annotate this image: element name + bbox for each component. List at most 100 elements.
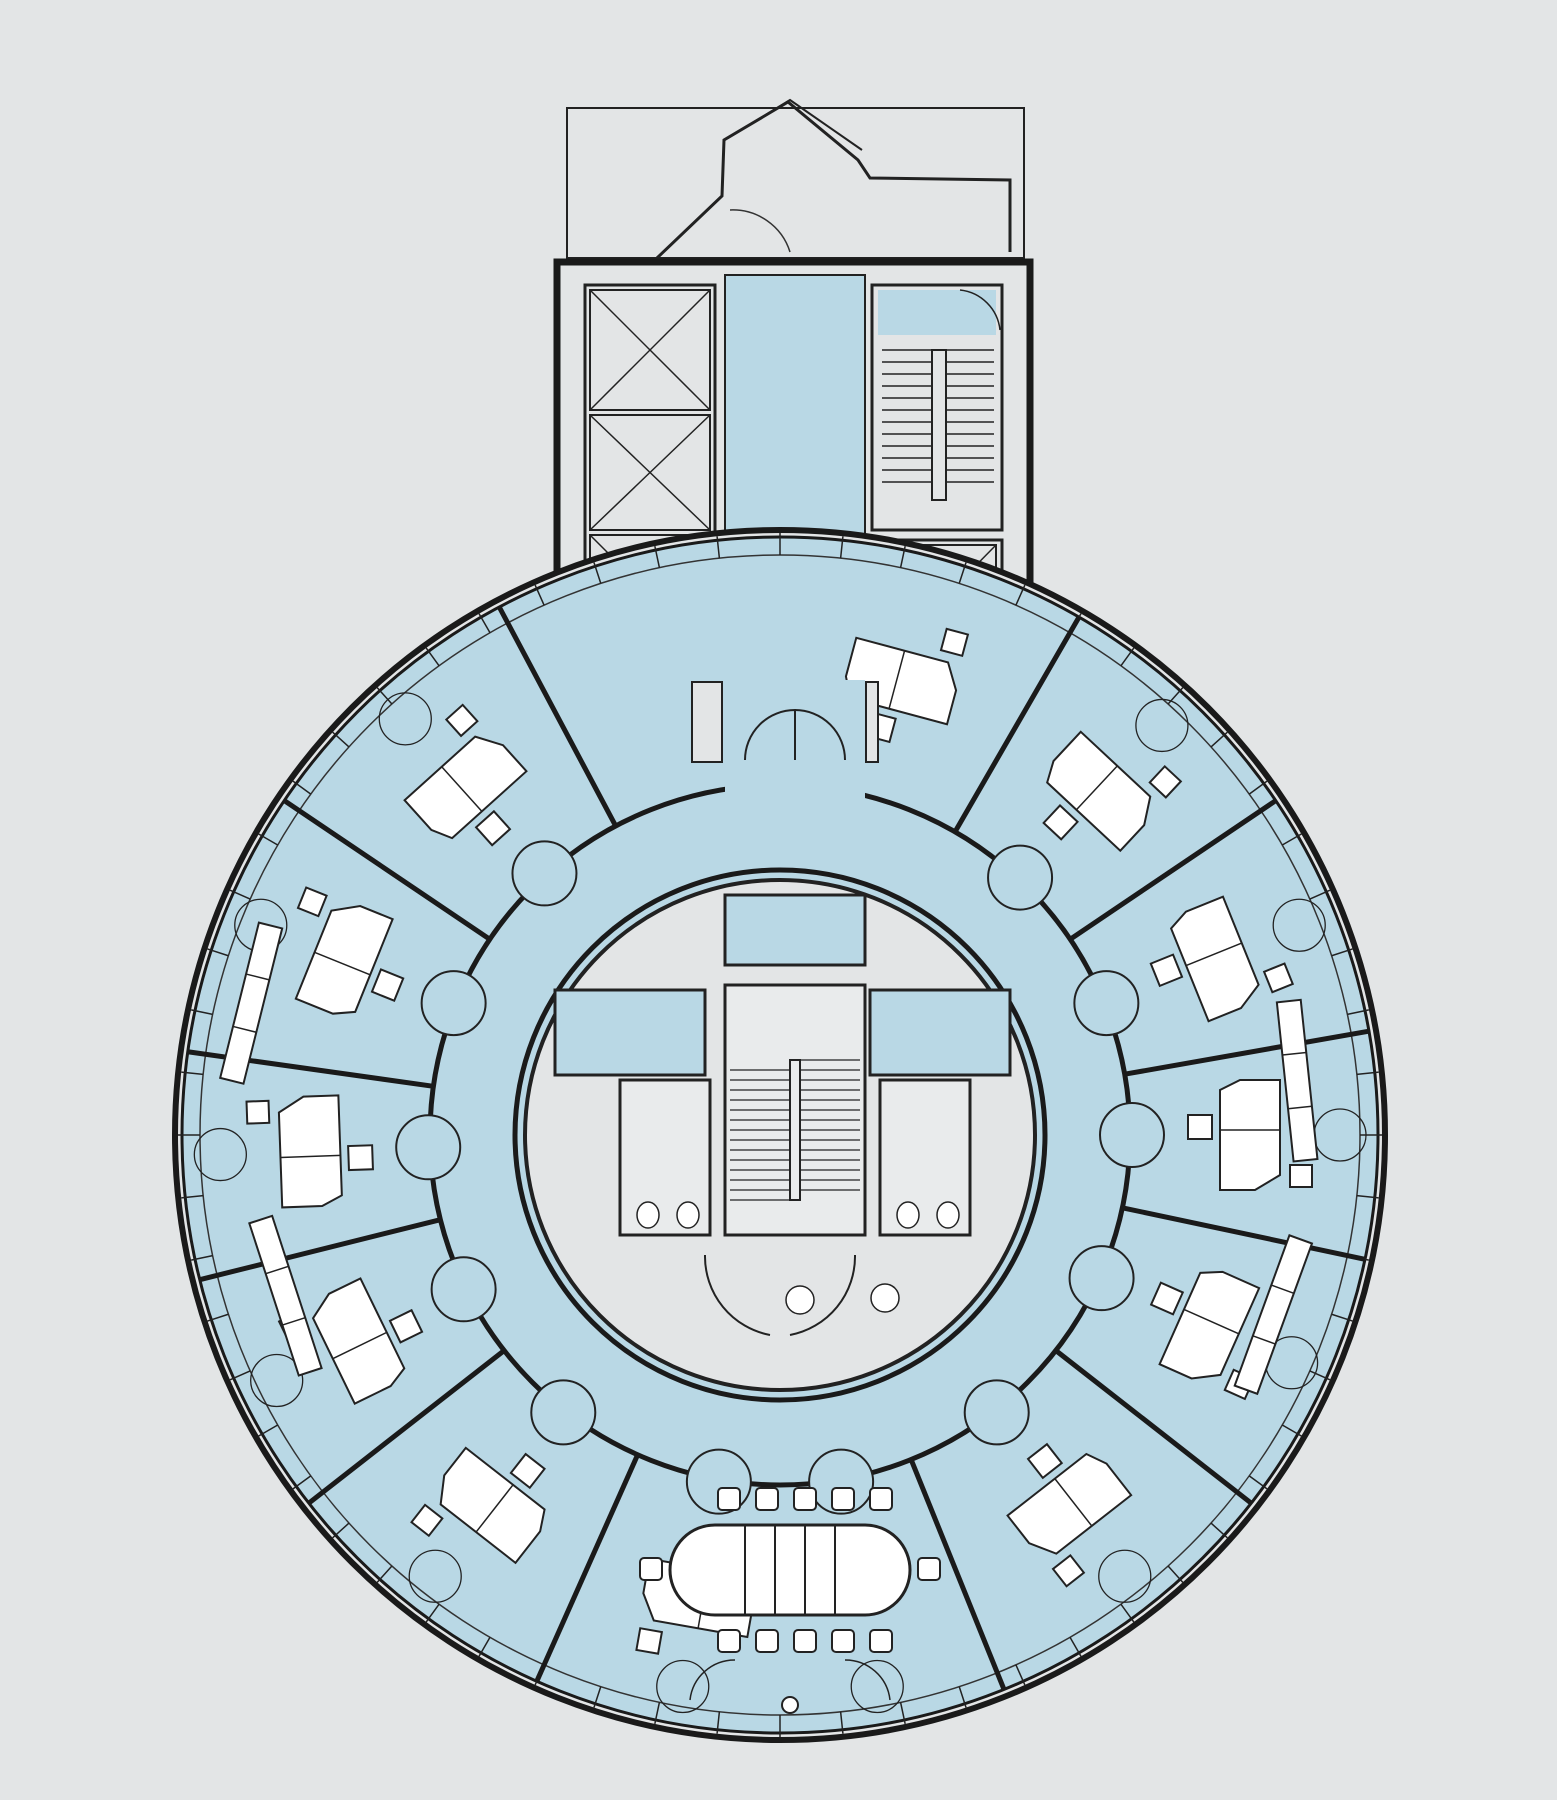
facade-mullion bbox=[292, 1475, 312, 1490]
elevator-car bbox=[589, 289, 711, 411]
facade-mullion bbox=[1120, 647, 1135, 667]
annex-canopy bbox=[655, 100, 1012, 260]
facade-mullion bbox=[1309, 1370, 1331, 1381]
desk-seam bbox=[1075, 765, 1118, 811]
desk-seam bbox=[314, 951, 371, 976]
storage-cabinet bbox=[1275, 998, 1319, 1163]
lounge-seat bbox=[785, 1285, 815, 1315]
cabinet-body bbox=[248, 1214, 323, 1377]
cabinet-body bbox=[1275, 998, 1319, 1163]
office-workstation bbox=[245, 1094, 374, 1209]
office-doors bbox=[193, 692, 1367, 1714]
door-arc bbox=[789, 1254, 857, 1336]
meeting-chair bbox=[755, 1487, 779, 1511]
facade-mullions bbox=[178, 533, 1382, 1737]
window-door-swing bbox=[378, 692, 432, 746]
facade-mullion bbox=[654, 545, 661, 568]
facade-mullion bbox=[292, 780, 312, 795]
cabinet-divider bbox=[1282, 1051, 1307, 1056]
facade-mullion bbox=[1210, 1522, 1228, 1539]
facade-mullion bbox=[716, 536, 721, 559]
facade-mullion bbox=[207, 1313, 229, 1322]
guest-chair bbox=[245, 1099, 271, 1125]
window-door-swing bbox=[250, 1353, 304, 1408]
toilet bbox=[636, 1201, 660, 1229]
guest-chair bbox=[939, 627, 970, 658]
office-partition bbox=[1121, 1205, 1366, 1262]
facade-mullion bbox=[258, 833, 279, 846]
facade-mullion bbox=[1120, 1603, 1135, 1623]
lounge-seat bbox=[870, 1283, 900, 1313]
office-door bbox=[963, 1379, 1030, 1446]
cabinet-divider bbox=[232, 1025, 257, 1033]
chair bbox=[388, 1308, 424, 1344]
guest-chair bbox=[444, 703, 479, 738]
meeting-table bbox=[668, 1523, 912, 1617]
guest-chair bbox=[1262, 962, 1295, 994]
facade-mullion bbox=[1167, 1565, 1184, 1583]
cabinet-divider bbox=[282, 1316, 306, 1326]
chair bbox=[1149, 1281, 1185, 1316]
facade-mullion bbox=[1356, 1071, 1379, 1076]
facade-mullion bbox=[1248, 1475, 1268, 1490]
guest-chair bbox=[296, 886, 328, 918]
meeting-chair bbox=[755, 1629, 779, 1653]
storage-cabinet bbox=[218, 921, 284, 1085]
meeting-chair bbox=[793, 1487, 817, 1511]
door-arc bbox=[703, 1254, 771, 1336]
toilet bbox=[936, 1201, 960, 1229]
facade-mullion bbox=[1331, 1313, 1353, 1322]
desk bbox=[311, 1277, 406, 1405]
elevator-car bbox=[589, 414, 711, 531]
office-workstation bbox=[294, 886, 405, 1015]
office-door bbox=[430, 1256, 497, 1323]
facade-mullion bbox=[229, 1370, 251, 1381]
annex-door-arc bbox=[729, 209, 791, 253]
facade-mullion bbox=[654, 1702, 661, 1725]
facade-mullion bbox=[958, 1686, 967, 1708]
facade-mullion bbox=[478, 1636, 491, 1657]
door-arc bbox=[689, 1659, 736, 1701]
facade-mullion bbox=[1015, 584, 1026, 606]
facade-mullion bbox=[593, 1686, 602, 1708]
chair bbox=[1026, 1442, 1064, 1480]
window-door-swing bbox=[193, 1127, 247, 1182]
toilet bbox=[676, 1201, 700, 1229]
storage-cabinet bbox=[248, 1214, 323, 1377]
chair bbox=[1149, 953, 1184, 988]
guest-chair bbox=[1148, 764, 1183, 799]
facade-mullion bbox=[425, 1603, 440, 1623]
chair bbox=[509, 1452, 546, 1490]
elevator-cross bbox=[589, 414, 711, 531]
facade-mullion bbox=[229, 889, 251, 900]
window-door-swing bbox=[1272, 898, 1326, 952]
facade-mullion bbox=[478, 613, 491, 634]
window-door-swing bbox=[850, 1659, 904, 1714]
storage-cabinet bbox=[1233, 1233, 1314, 1396]
link-wall-right bbox=[865, 681, 879, 763]
office-workstation bbox=[1149, 895, 1295, 1023]
central-core bbox=[523, 878, 1037, 1392]
office-door bbox=[808, 1448, 875, 1515]
office-partitions bbox=[187, 605, 1370, 1691]
desk bbox=[1006, 1452, 1133, 1555]
window-door-swing bbox=[408, 1549, 462, 1603]
facade-mullion bbox=[181, 1071, 204, 1076]
stair-well bbox=[931, 349, 947, 501]
meeting-chair bbox=[793, 1629, 817, 1653]
meeting-chair bbox=[717, 1487, 741, 1511]
desk-seam bbox=[1054, 1478, 1093, 1527]
office-partition bbox=[497, 605, 618, 828]
chair bbox=[1042, 804, 1079, 841]
office-partition bbox=[534, 1453, 640, 1683]
office-door bbox=[1068, 1245, 1135, 1312]
stair-well bbox=[789, 1059, 801, 1201]
desk-seam bbox=[332, 1331, 388, 1360]
facade-mullion bbox=[1281, 1424, 1302, 1437]
office-partition bbox=[199, 1217, 442, 1283]
office-workstation bbox=[410, 1446, 546, 1565]
desk-seam bbox=[888, 650, 906, 709]
tower-link bbox=[691, 680, 879, 800]
